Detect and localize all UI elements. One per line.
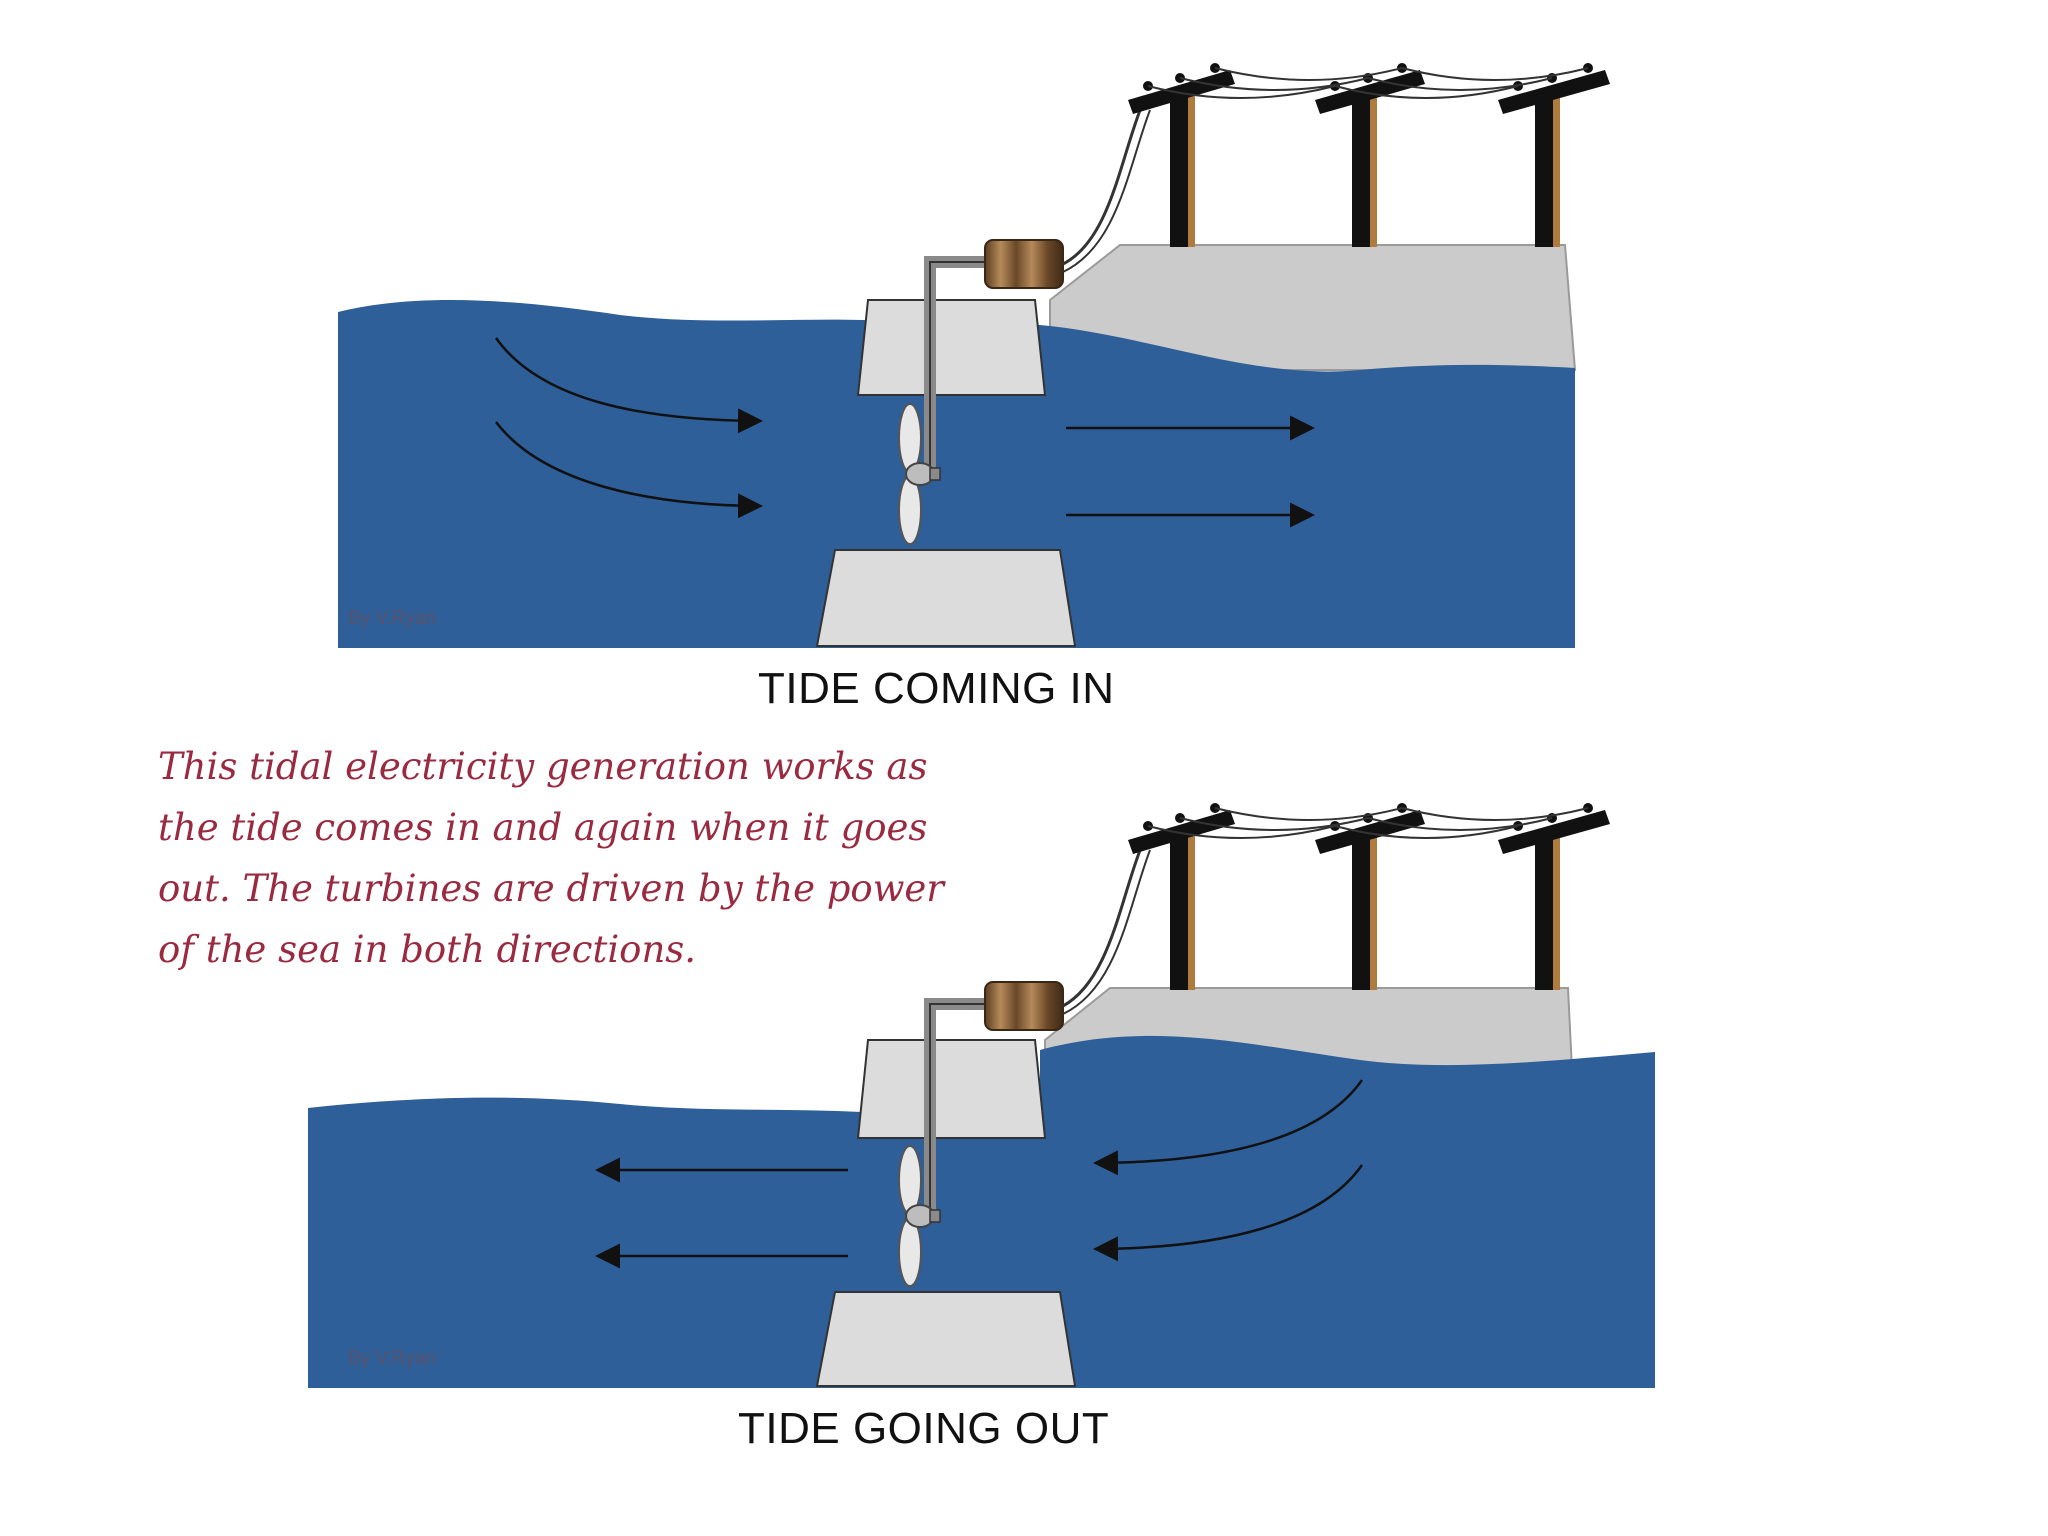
power-wires: [1147, 807, 1589, 839]
flow-arrow-icon: [494, 337, 1315, 528]
power-wires: [1147, 67, 1589, 99]
generator-icon: [984, 981, 1064, 1031]
dam-lower-block: [815, 549, 1077, 647]
electricity-pole-icon: [1498, 803, 1610, 990]
dam-upper-block: [856, 299, 1047, 396]
power-cable: [1062, 104, 1144, 266]
dam-lower-block: [815, 1291, 1077, 1387]
electricity-pole-icon: [1315, 63, 1425, 247]
panel-tide-going-out: [308, 803, 1655, 1388]
electricity-pole-icon: [1128, 803, 1235, 990]
description-text: This tidal electricity generation works …: [158, 745, 944, 971]
generator-icon: [984, 239, 1064, 289]
sea-water: [308, 1035, 1655, 1388]
sea-water: [338, 300, 1575, 648]
flow-arrow-icon: [595, 1079, 1364, 1269]
electricity-pole-icon: [1498, 63, 1610, 247]
turbine-propeller-icon: [898, 403, 941, 545]
author-credit: By V.Ryan: [348, 1348, 437, 1369]
dam-upper-block: [856, 1039, 1047, 1139]
power-cable: [1062, 844, 1144, 1008]
electricity-pole-icon: [1128, 63, 1235, 247]
electricity-pole-icon: [1315, 803, 1425, 990]
caption-tide-going-out: TIDE GOING OUT: [738, 1404, 1110, 1453]
turbine-propeller-icon: [898, 1145, 941, 1287]
author-credit: By V.Ryan: [348, 608, 437, 629]
caption-tide-coming-in: TIDE COMING IN: [758, 664, 1115, 713]
panel-tide-coming-in: [338, 63, 1610, 648]
